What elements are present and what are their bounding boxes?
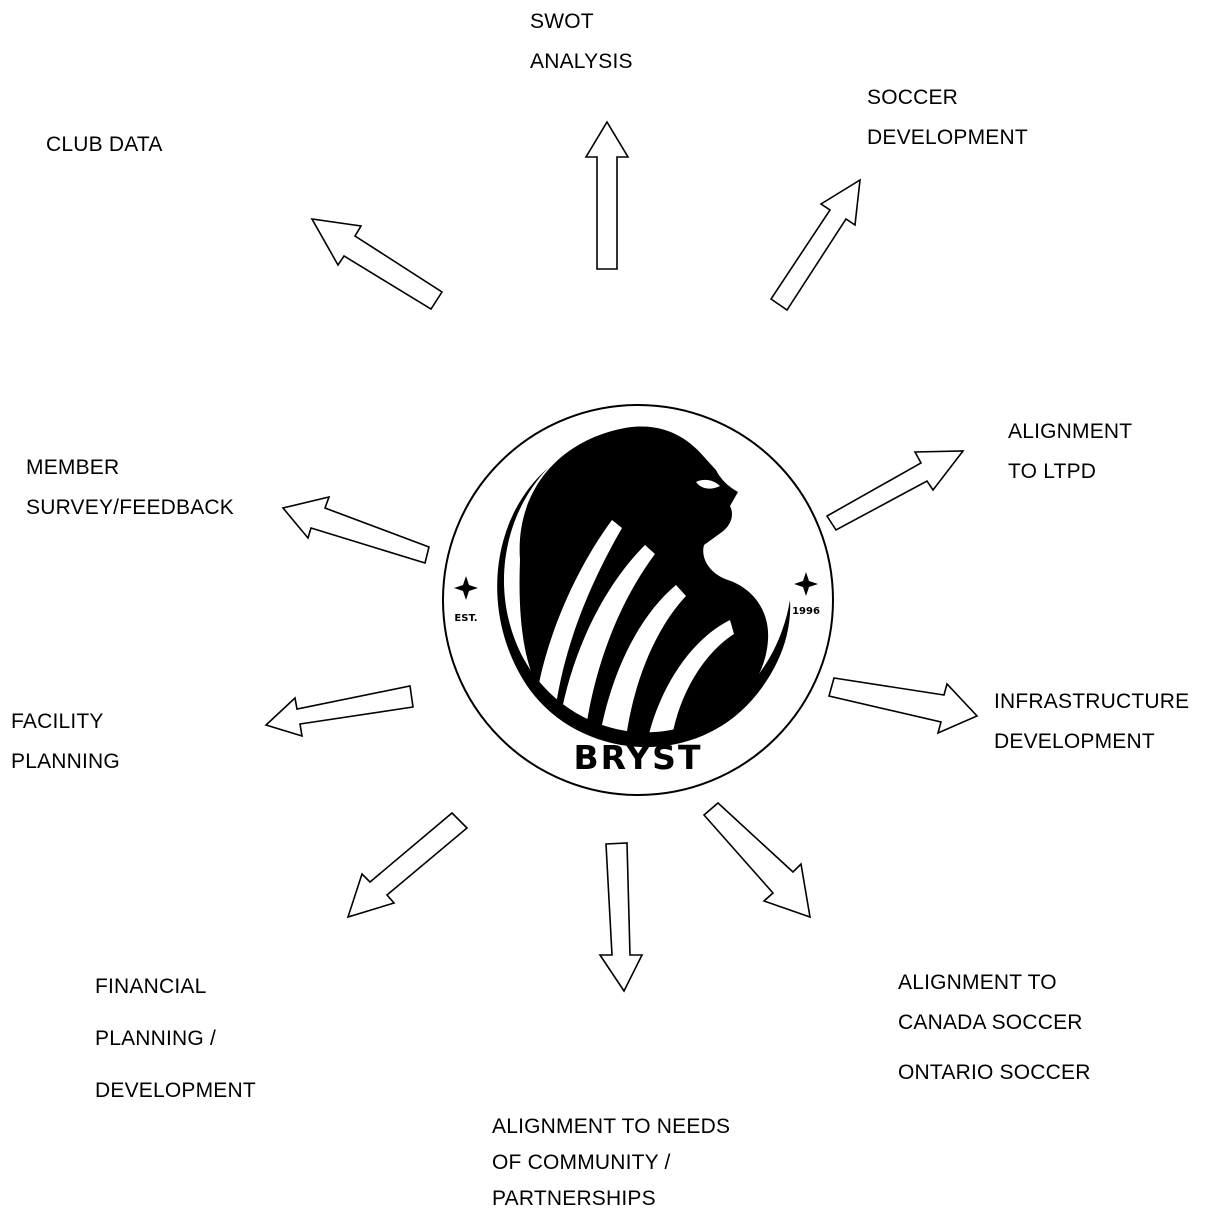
node-infrastructure-development: INFRASTRUCTURE DEVELOPMENT (994, 682, 1189, 762)
star-icon-left (454, 576, 478, 600)
logo-est-label: EST. (454, 613, 477, 624)
node-label-line: CLUB DATA (46, 133, 163, 156)
node-facility-planning: FACILITY PLANNING (11, 702, 120, 782)
node-label-line: DEVELOPMENT (994, 730, 1155, 753)
node-canada-ontario-soccer: ALIGNMENT TO CANADA SOCCER ONTARIO SOCCE… (898, 963, 1091, 1103)
node-member-survey: MEMBER SURVEY/FEEDBACK (26, 448, 234, 528)
arrow-to-financial (346, 811, 469, 919)
arrow-to-club-data (310, 217, 444, 311)
arrow-to-ltpd (825, 450, 965, 532)
node-label-line: FINANCIAL (95, 975, 207, 998)
node-label-line: DEVELOPMENT (95, 1079, 256, 1102)
star-icon-right (794, 572, 818, 596)
node-label-line: INFRASTRUCTURE (994, 690, 1190, 713)
node-label-line: ALIGNMENT (1008, 420, 1133, 443)
arrow-to-swot (584, 120, 630, 270)
node-alignment-ltpd: ALIGNMENT TO LTPD (1008, 412, 1132, 492)
node-soccer-development: SOCCER DEVELOPMENT (867, 78, 1028, 158)
node-label-line: CANADA SOCCER (898, 1011, 1083, 1034)
arrow-to-community (598, 842, 644, 993)
arrow-to-soccer-development (769, 178, 861, 312)
node-financial-planning: FINANCIAL PLANNING / DEVELOPMENT (95, 961, 256, 1117)
lion-head-icon (519, 426, 769, 740)
logo-crescent (497, 468, 791, 748)
node-label-line: FACILITY (11, 710, 104, 733)
node-label-line: DEVELOPMENT (867, 126, 1028, 149)
node-community-partnerships: ALIGNMENT TO NEEDS OF COMMUNITY / PARTNE… (492, 1109, 730, 1217)
node-label-line: ANALYSIS (530, 50, 633, 73)
node-label-line: PLANNING (11, 750, 120, 773)
arrow-to-canada-soccer (702, 801, 812, 919)
node-label-line: MEMBER (26, 456, 120, 479)
node-label-line: SURVEY/FEEDBACK (26, 496, 235, 519)
node-label-line: SOCCER (867, 86, 959, 109)
node-label-line: SWOT (530, 10, 594, 33)
logo-year-label: 1996 (792, 606, 820, 617)
node-label-line: PLANNING / (95, 1027, 217, 1050)
arrow-to-infrastructure (828, 677, 979, 735)
logo-wordmark: BRYST (574, 738, 703, 777)
node-label-line: ONTARIO SOCCER (898, 1061, 1091, 1084)
node-club-data: CLUB DATA (46, 125, 163, 165)
node-label-line: PARTNERSHIPS (492, 1187, 656, 1210)
node-label-line: OF COMMUNITY / (492, 1151, 671, 1174)
node-label-line: ALIGNMENT TO (898, 971, 1057, 994)
node-label-line: ALIGNMENT TO NEEDS (492, 1115, 731, 1138)
arrow-to-facility (264, 685, 414, 738)
arrow-to-member-survey (281, 495, 430, 565)
bryst-logo (442, 404, 834, 796)
node-swot-analysis: SWOT ANALYSIS (530, 2, 633, 82)
node-label-line: TO LTPD (1008, 460, 1097, 483)
